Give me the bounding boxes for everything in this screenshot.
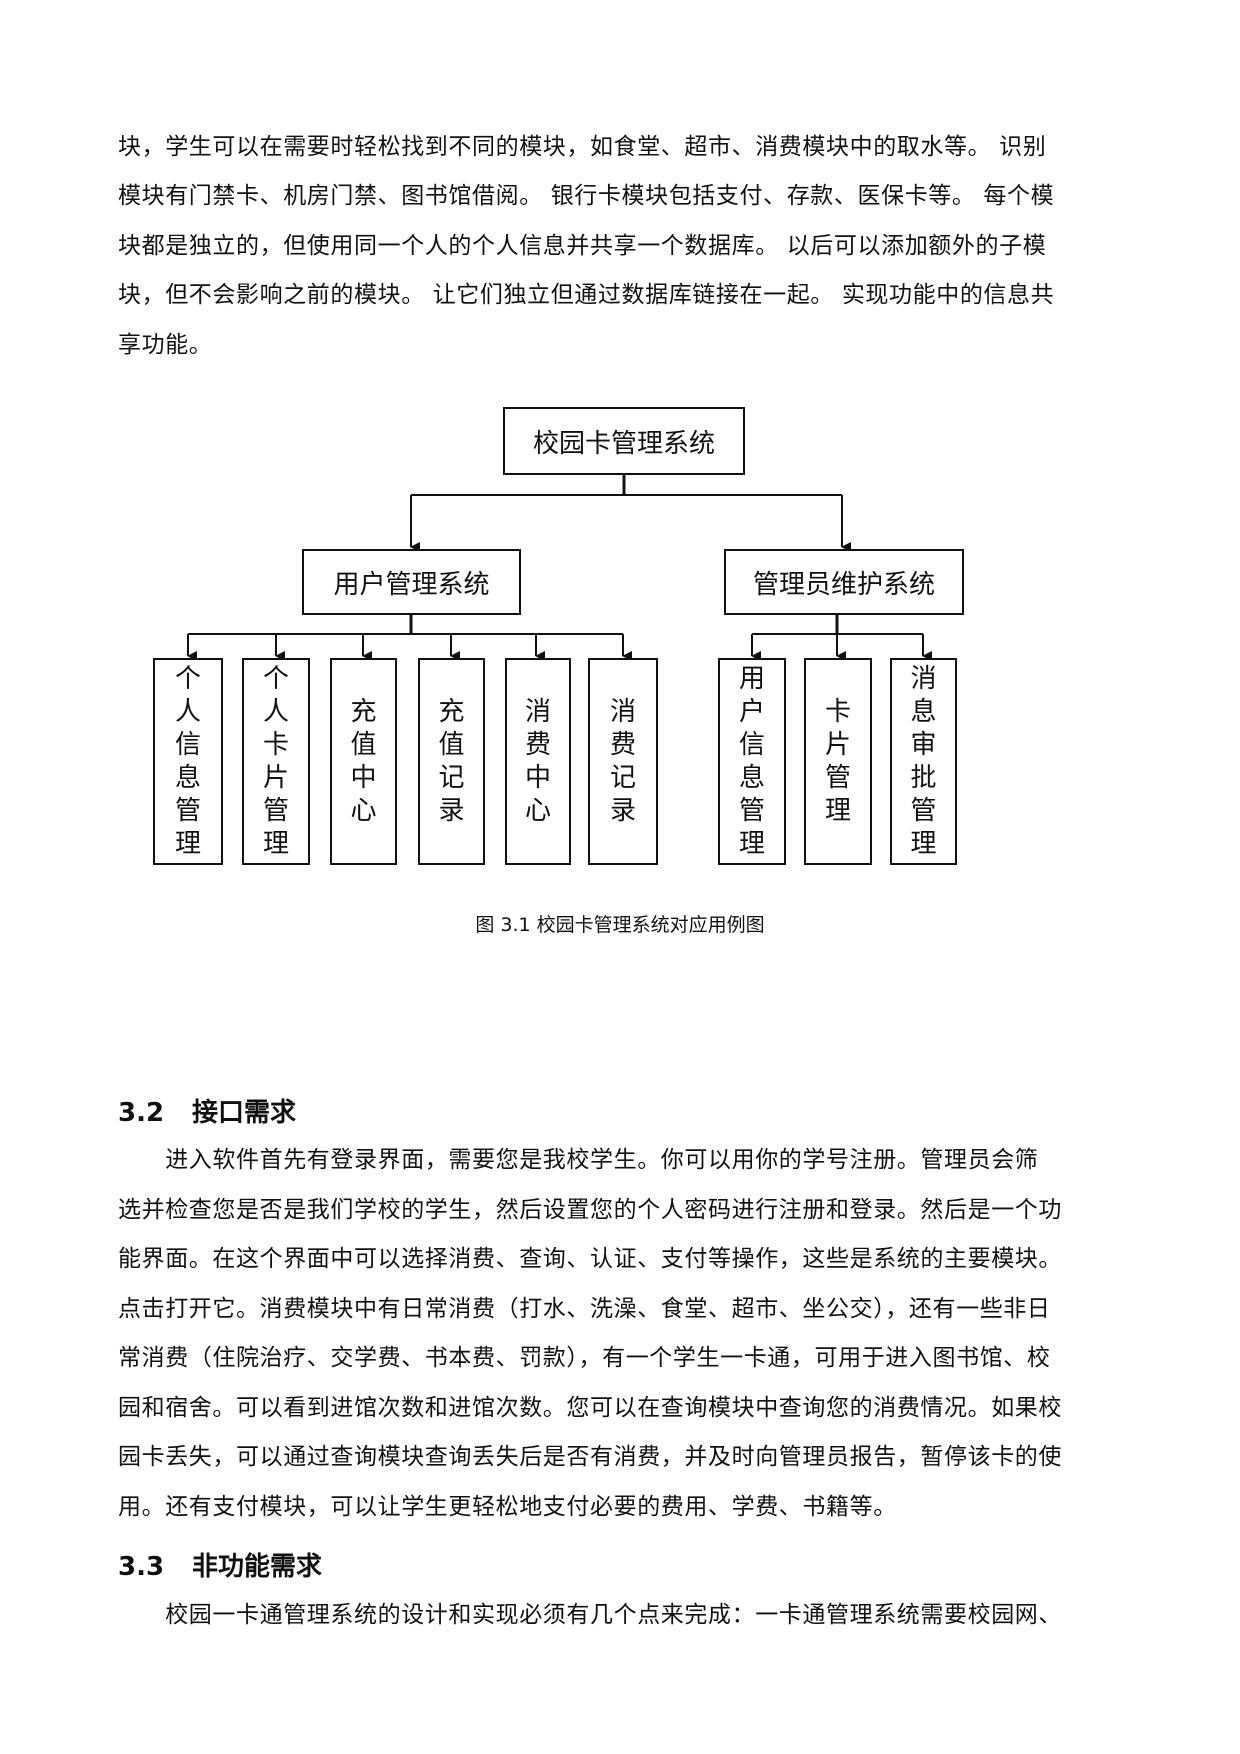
text-line: 园和宿舍。可以看到进馆次数和进馆次数。您可以在查询模块中查询您的消费情况。如果校 bbox=[118, 1395, 1062, 1421]
text-line: 点击打开它。消费模块中有日常消费（打水、洗澡、食堂、超市、坐公交），还有一些非日 bbox=[118, 1296, 1051, 1322]
text-line: 块，但不会影响之前的模块。 让它们独立但通过数据库链接在一起。 实现功能中的信息… bbox=[118, 282, 1055, 308]
text-line: 选并检查您是否是我们学校的学生，然后设置您的个人密码进行注册和登录。然后是一个功 bbox=[118, 1197, 1062, 1223]
text-line: 进入软件首先有登录界面，需要您是我校学生。你可以用你的学号注册。管理员会筛 bbox=[118, 1147, 1039, 1173]
leaf-card-management: 卡片管理 bbox=[804, 658, 872, 865]
text-line: 常消费（住院治疗、交学费、书本费、罚款），有一个学生一卡通，可用于进入图书馆、校 bbox=[118, 1345, 1051, 1371]
text-line: 园卡丢失，可以通过查询模块查询丢失后是否有消费，并及时向管理员报告，暂停该卡的使 bbox=[118, 1444, 1062, 1470]
user-management-node: 用户管理系统 bbox=[302, 549, 521, 615]
figure-caption: 图 3.1 校园卡管理系统对应用例图 bbox=[475, 914, 765, 936]
leaf-recharge-record: 充值记录 bbox=[418, 658, 485, 865]
section-number: 3.2 bbox=[118, 1098, 165, 1128]
section-number: 3.3 bbox=[118, 1552, 165, 1582]
text-line: 享功能。 bbox=[118, 332, 213, 358]
section-title: 非功能需求 bbox=[192, 1552, 323, 1582]
section-3-3-heading: 3.3 非功能需求 bbox=[118, 1551, 322, 1583]
root-node: 校园卡管理系统 bbox=[503, 407, 745, 475]
leaf-personal-info: 个人信息管理 bbox=[153, 658, 223, 865]
section-title: 接口需求 bbox=[192, 1098, 297, 1128]
section-3-2-heading: 3.2 接口需求 bbox=[118, 1097, 296, 1129]
text-line: 块，学生可以在需要时轻松找到不同的模块，如食堂、超市、消费模块中的取水等。 识别 bbox=[118, 134, 1047, 160]
text-line: 用。还有支付模块，可以让学生更轻松地支付必要的费用、学费、书籍等。 bbox=[118, 1494, 897, 1520]
text-line: 块都是独立的，但使用同一个人的个人信息并共享一个数据库。 以后可以添加额外的子模 bbox=[118, 233, 1047, 259]
diagram-connectors bbox=[187, 475, 932, 661]
text-line: 能界面。在这个界面中可以选择消费、查询、认证、支付等操作，这些是系统的主要模块。 bbox=[118, 1246, 1062, 1272]
leaf-personal-card: 个人卡片管理 bbox=[242, 658, 310, 865]
leaf-consumption-center: 消费中心 bbox=[505, 658, 571, 865]
leaf-user-info: 用户信息管理 bbox=[718, 658, 786, 865]
leaf-consumption-record: 消费记录 bbox=[588, 658, 658, 865]
leaf-message-approval: 消息审批管理 bbox=[890, 658, 957, 865]
admin-maintenance-node: 管理员维护系统 bbox=[724, 549, 964, 615]
leaf-recharge-center: 充值中心 bbox=[330, 658, 397, 865]
text-line: 模块有门禁卡、机房门禁、图书馆借阅。 银行卡模块包括支付、存款、医保卡等。 每个… bbox=[118, 183, 1055, 209]
text-line: 校园一卡通管理系统的设计和实现必须有几个点来完成：一卡通管理系统需要校园网、 bbox=[118, 1602, 1062, 1628]
